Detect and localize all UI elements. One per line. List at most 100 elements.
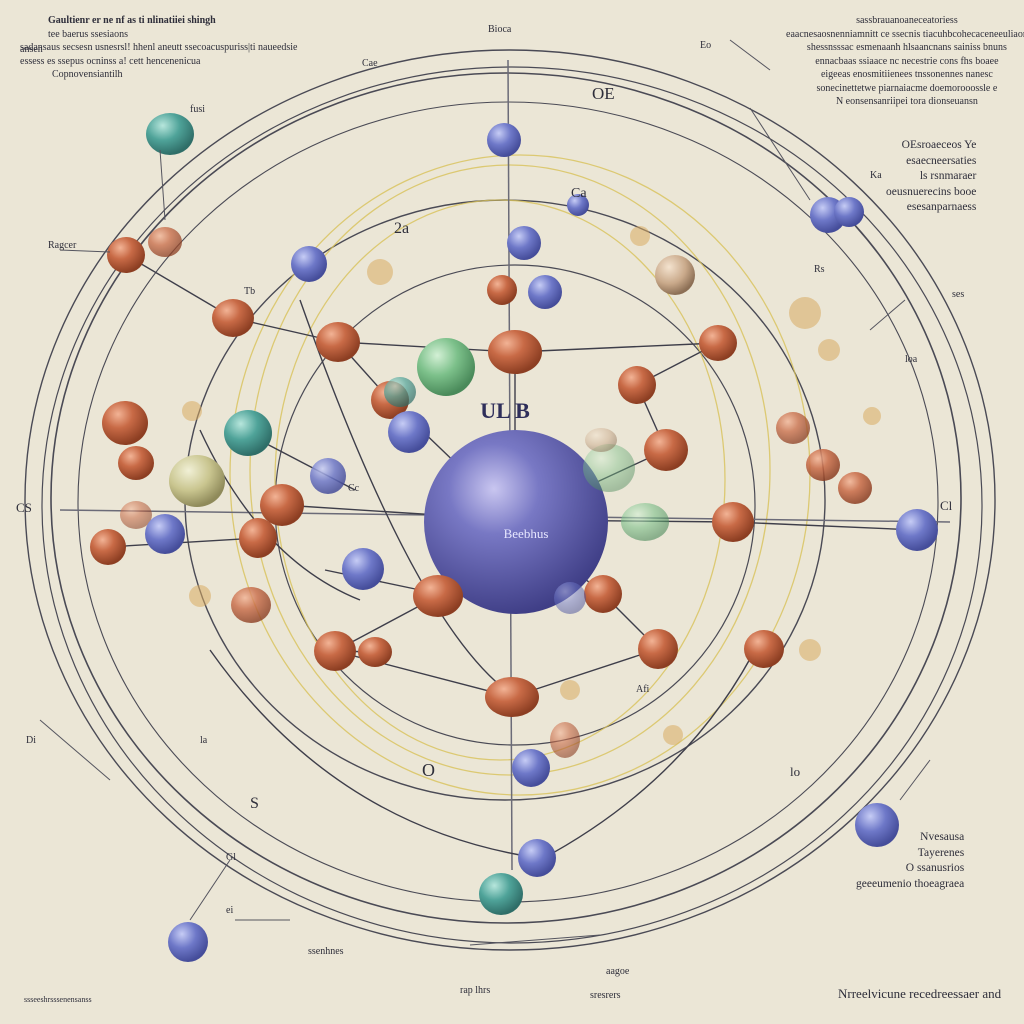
atoms (90, 113, 938, 962)
note-line: geeeumenio thoeagraea (856, 877, 965, 890)
note-line: ennacbaas ssiaace nc necestrie cons fhs … (815, 55, 999, 67)
center-glyph: UL B (480, 398, 530, 423)
blue-atom (291, 246, 327, 282)
bottom-center-label: aagoe (606, 966, 630, 977)
orange-atom (485, 677, 539, 717)
orange-atom (314, 631, 356, 671)
orange-atom (118, 446, 154, 480)
pointer-line (39, 719, 111, 781)
note-line: shessnsssac esmenaanh hlsaancnans sainis… (806, 42, 1007, 53)
dot-cluster (663, 725, 683, 745)
top-right-notes: sassbrauanoaneceatoriess eaacnesaosnenni… (786, 14, 1024, 109)
nucleus-label: Beebhus (504, 526, 549, 541)
scatter-label: Afi (636, 684, 650, 695)
blue-atom (554, 582, 586, 614)
dot-cluster (863, 407, 881, 425)
scatter-label: ei (226, 905, 234, 916)
note-line: sadansaus secsesn usnesrsl! hhenl aneutt… (20, 42, 298, 53)
scatter-label: Rs (814, 264, 825, 275)
pointer-lines (39, 39, 931, 946)
scatter-label: Ragcer (48, 240, 77, 251)
note-line: tee baerus ssesiaons (48, 28, 128, 40)
scatter-label: lo (790, 764, 801, 779)
blue-atom (388, 411, 430, 453)
scatter-label: Ka (870, 170, 882, 181)
scatter-label: O (422, 760, 435, 780)
teal-atom (224, 410, 272, 456)
note-line: Tayerenes (917, 846, 965, 859)
blue-atom (507, 226, 541, 260)
dot-clusters (182, 226, 881, 745)
scatter-label: ses (952, 289, 965, 300)
blue-atom (168, 922, 208, 962)
note-line: O ssanusrios (905, 862, 965, 875)
note-line: Nvesausa (920, 831, 965, 843)
orange-atom (487, 275, 517, 305)
orange-atom (618, 366, 656, 404)
orange-atom (838, 472, 872, 504)
blue-atom (310, 458, 346, 494)
scatter-label: Cc (348, 483, 360, 494)
pointer-line (469, 934, 601, 946)
dot-cluster (182, 401, 202, 421)
scatter-label: Di (26, 735, 36, 746)
pointer-line (159, 149, 166, 221)
note-line: sonecinettetwe piarnaiacme doemorooossle… (816, 82, 998, 94)
scatter-label: ansen (20, 44, 43, 55)
note-line: eigeeas enosmitiienees tnssonennes nanes… (820, 69, 993, 80)
green-atom (621, 503, 669, 541)
orange-atom (488, 330, 542, 374)
dot-cluster (560, 680, 580, 700)
note-line: esesanparnaess (906, 201, 977, 214)
orange-atom (413, 575, 463, 617)
teal-atom (146, 113, 194, 155)
pointer-line (869, 299, 906, 331)
green-atom (417, 338, 475, 396)
tan-atom (585, 428, 617, 452)
orange-atom (806, 449, 840, 481)
right-mid-notes: OEsroaeceos Ye esaecneersaties ls rsnmar… (886, 138, 976, 216)
bottom-left-footnote: ssseeshrsssenensanss (24, 995, 92, 1004)
dot-cluster (367, 259, 393, 285)
tan-atom (655, 255, 695, 295)
blue-atom (567, 194, 589, 216)
scatter-label: Bioca (488, 24, 512, 35)
olive-atom (169, 455, 225, 507)
note-line: sassbrauanoaneceatoriess (856, 15, 958, 26)
orange-atom (120, 501, 152, 529)
blue-atom (834, 197, 864, 227)
bottom-caption: Nrreelvicune recedreessaer and (838, 986, 1002, 1001)
scatter-label: Cl (940, 498, 953, 513)
dot-cluster (818, 339, 840, 361)
scatter-label: CS (16, 500, 32, 515)
note-line: oeusnuerecins booe (886, 185, 977, 198)
orange-atom (316, 322, 360, 362)
note-line: ls rsnmaraer (919, 170, 977, 183)
pointer-line (749, 107, 811, 201)
orange-atom (212, 299, 254, 337)
bond (209, 649, 521, 856)
orange-atom (107, 237, 145, 273)
orange-atom (744, 630, 784, 668)
orange-atom (231, 587, 271, 623)
blue-atom (487, 123, 521, 157)
orbit-ring (41, 66, 983, 944)
orbit-ring (50, 72, 962, 924)
scatter-label: la (200, 735, 208, 746)
blue-atom (528, 275, 562, 309)
scatter-label: Tb (244, 286, 256, 297)
teal-atom (479, 873, 523, 915)
scatter-label: OE (592, 84, 615, 103)
nucleus-sphere (424, 430, 608, 614)
orange-atom (699, 325, 737, 361)
scatter-label: 2a (394, 220, 410, 237)
scatter-label: fusi (190, 104, 205, 115)
scatter-label: loa (905, 354, 918, 365)
orange-atom (550, 722, 580, 758)
note-line: essess es ssepus ocninss a! cett hencene… (20, 55, 201, 67)
orange-atom (90, 529, 126, 565)
note-line: N eonsensanriipei tora dionseuansn (835, 96, 978, 107)
pointer-line (899, 759, 931, 801)
blue-atom (512, 749, 550, 787)
orange-atom (776, 412, 810, 444)
